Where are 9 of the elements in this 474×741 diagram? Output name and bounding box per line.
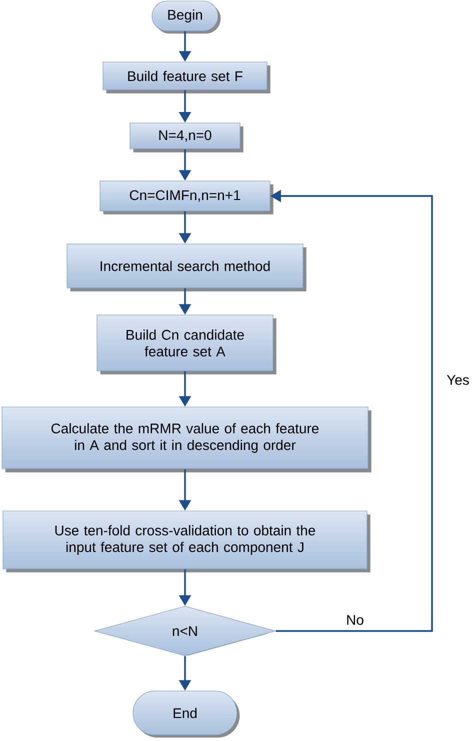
process-box: Cn=CIMFn,n=n+1 [100,180,274,214]
process-box: N=4,n=0 [130,122,244,152]
process-box: Build feature set F [102,62,270,94]
process-box: Build Cn candidate feature set A [96,314,276,374]
branch-label: Yes [445,374,471,386]
process-box: Use ten-fold cross-validation to obtain the input feature set of each component J [2,510,370,572]
process-box: Incremental search method [66,244,306,292]
process-box: Calculate the mRMR value of each feature in A and sort it in descending order [2,406,372,472]
edge-label: No [344,614,366,626]
